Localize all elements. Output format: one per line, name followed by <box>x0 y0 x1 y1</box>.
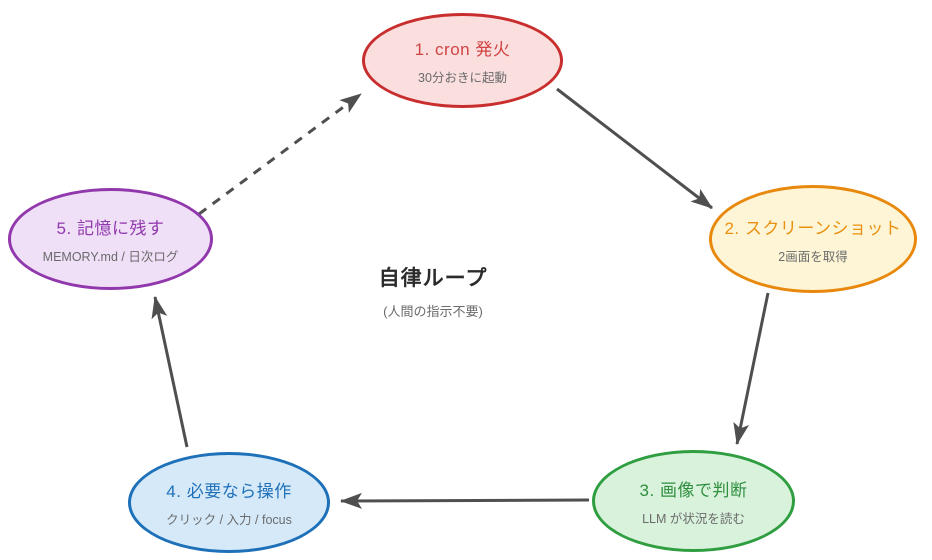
node-cron: 1. cron 発火 30分おきに起動 <box>362 13 563 108</box>
node-operate-title: 4. 必要なら操作 <box>166 482 292 501</box>
loop-title: 自律ループ <box>378 267 488 290</box>
edge-screenshot-to-judge <box>733 292 770 445</box>
node-screenshot-subtitle: 2画面を取得 <box>778 249 848 264</box>
edge-memory-to-cron-dashed <box>198 92 362 216</box>
loop-label: 自律ループ (人間の指示不要) <box>338 262 528 320</box>
node-operate: 4. 必要なら操作 クリック / 入力 / focus <box>128 452 330 553</box>
node-judge-title: 3. 画像で判断 <box>639 480 748 500</box>
edge-operate-to-memory <box>151 296 189 448</box>
edge-cron-to-screenshot <box>556 87 713 210</box>
node-judge-subtitle: LLM が状況を読む <box>642 511 745 526</box>
node-judge: 3. 画像で判断 LLM が状況を読む <box>592 450 795 552</box>
node-memory-subtitle: MEMORY.md / 日次ログ <box>42 249 179 264</box>
node-screenshot-title: 2. スクリーンショット <box>724 218 902 238</box>
node-screenshot: 2. スクリーンショット 2画面を取得 <box>709 185 917 293</box>
node-operate-subtitle: クリック / 入力 / focus <box>166 513 292 527</box>
edge-judge-to-operate <box>340 492 590 509</box>
node-memory: 5. 記憶に残す MEMORY.md / 日次ログ <box>8 188 213 290</box>
node-memory-title: 5. 記憶に残す <box>56 218 165 238</box>
node-cron-subtitle: 30分おきに起動 <box>418 71 507 85</box>
node-cron-title: 1. cron 発火 <box>414 40 511 59</box>
loop-subtitle: (人間の指示不要) <box>383 304 483 319</box>
